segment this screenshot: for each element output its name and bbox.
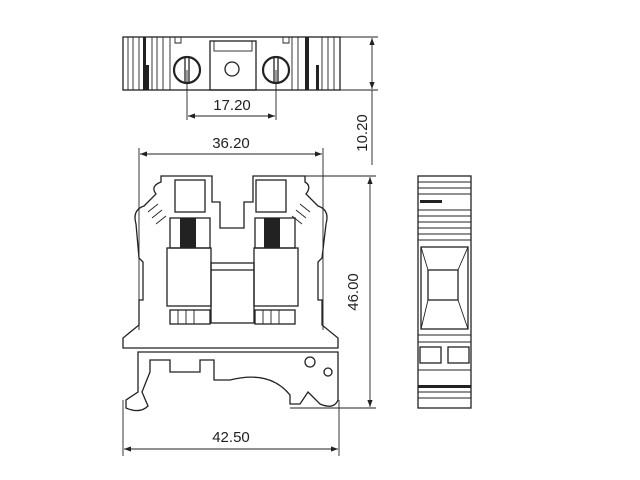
dimension-label-top-width: 36.20 [212, 135, 250, 152]
dimension-base-width: 42.50 [122, 400, 340, 456]
dimension-top-width: 36.20 [138, 135, 324, 330]
dimension-label-base-width: 42.50 [212, 429, 250, 446]
dimension-label-screw-spacing: 17.20 [213, 97, 251, 114]
side-view [417, 175, 472, 409]
dimension-height: 46.00 [290, 175, 376, 409]
dimension-screw-spacing: 17.20 [186, 70, 277, 120]
top-view [122, 36, 341, 91]
dimension-label-depth: 10.20 [354, 114, 371, 152]
dimension-label-height: 46.00 [345, 273, 362, 311]
center-hole [224, 61, 240, 77]
dimension-depth: 10.20 [340, 36, 378, 165]
left-ribs [127, 37, 171, 90]
right-ribs [291, 37, 335, 90]
front-view [122, 175, 339, 412]
